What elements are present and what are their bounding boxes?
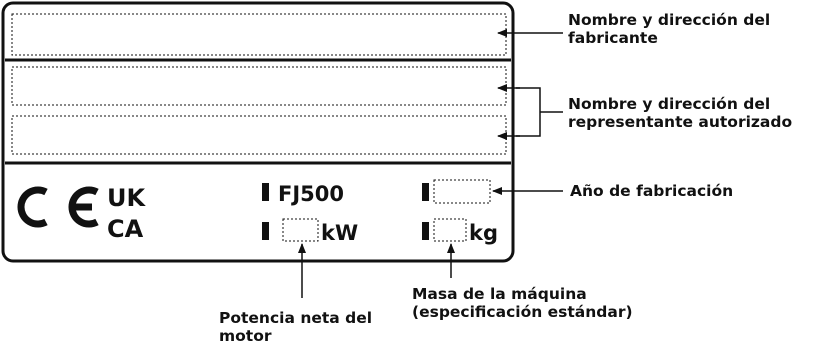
callout-mass: Masa de la máquina (especificación están…	[412, 285, 633, 321]
ukca-mark-uk: UK	[107, 184, 146, 212]
ce-mark-icon	[17, 186, 99, 228]
ukca-mark-ca: CA	[107, 215, 144, 243]
power-field	[282, 218, 319, 242]
power-marker	[262, 222, 269, 240]
manufacturer-field	[11, 13, 507, 56]
mass-field	[433, 218, 467, 242]
mass-marker	[422, 222, 429, 240]
callout-power: Potencia neta del motor	[219, 309, 373, 345]
mass-unit: kg	[469, 221, 498, 245]
representative-field-1	[11, 66, 507, 106]
power-unit: kW	[321, 221, 358, 245]
year-marker	[422, 183, 429, 201]
representative-field-2	[11, 115, 507, 155]
representative-bracket	[516, 87, 563, 137]
callout-representative: Nombre y dirección del representante aut…	[568, 95, 793, 131]
model-number: FJ500	[278, 182, 344, 206]
callout-year: Año de fabricación	[570, 182, 734, 200]
year-field	[433, 179, 491, 204]
plate-outline	[1, 1, 515, 263]
model-marker	[262, 183, 269, 201]
callout-manufacturer: Nombre y dirección del fabricante	[568, 11, 771, 47]
